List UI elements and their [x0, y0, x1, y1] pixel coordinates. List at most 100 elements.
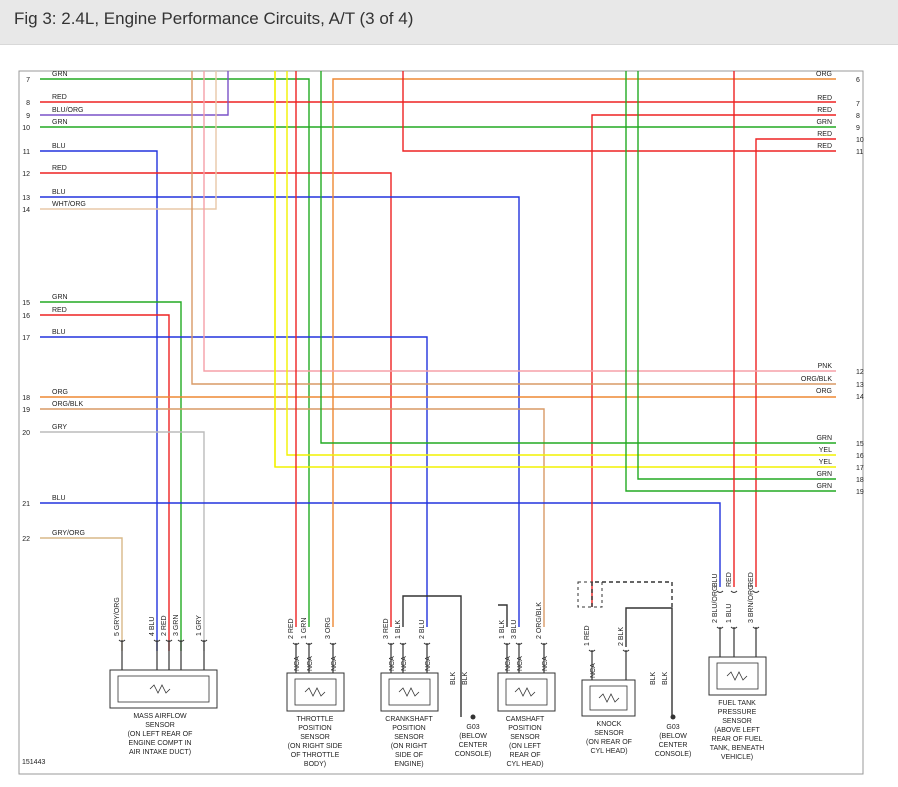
wire-orgblk-r13 [191, 71, 836, 385]
component-caption-line: SENSOR [594, 730, 624, 737]
pin-label: 2 BLK [618, 627, 625, 646]
component-caption-line: CYL HEAD) [506, 761, 543, 768]
component-caption-line: REAR OF [509, 752, 540, 759]
right-pin-number: 16 [856, 453, 864, 460]
connector-break-icon [730, 626, 738, 629]
component-caption-line: KNOCK [597, 721, 622, 728]
component-caption-line: AIR INTAKE DUCT) [129, 749, 191, 756]
right-pin-number: 7 [856, 101, 860, 108]
component-caption-line: BODY) [304, 761, 326, 768]
wire-grn-r19 [625, 71, 836, 492]
nca-label: NCA [590, 663, 597, 678]
wire-yel-r16 [286, 71, 836, 456]
ftp-upper-wire-label: BLU [712, 573, 719, 587]
right-pin-number: 18 [856, 477, 864, 484]
component-caption-line: OF THROTTLE [291, 752, 340, 759]
component-boxes-group [109, 626, 767, 720]
right-wire-label: RED [817, 107, 832, 114]
knock-shield-box [577, 581, 603, 608]
ground-wire-label: BLK [650, 671, 657, 685]
left-wire-label: GRN [52, 119, 68, 126]
wire-grn-l15 [40, 301, 182, 651]
page-title: Fig 3: 2.4L, Engine Performance Circuits… [14, 9, 414, 28]
right-wire-label: RED [817, 143, 832, 150]
connector-break-icon [387, 642, 395, 645]
wire-blk-ckp-ground [402, 595, 462, 717]
right-wire-label: ORG [816, 71, 832, 78]
right-pin-number: 9 [856, 125, 860, 132]
right-wire-label: ORG [816, 388, 832, 395]
connector-break-icon [329, 642, 337, 645]
component-caption-line: SENSOR [722, 718, 752, 725]
nca-label: NCA [294, 656, 301, 671]
right-pin-number: 11 [856, 149, 863, 156]
component-caption-line: THROTTLE [297, 716, 334, 723]
ground-point-icon [470, 714, 476, 720]
right-pin-number: 12 [856, 369, 864, 376]
component-caption-line: (ON REAR OF [586, 739, 632, 746]
wire-pnk-r12 [203, 71, 836, 372]
sensor-element-icon [117, 675, 210, 703]
connector-break-icon [399, 642, 407, 645]
component-caption-line: SENSOR [394, 734, 424, 741]
component-caption-line: SENSOR [510, 734, 540, 741]
right-wire-label: YEL [819, 447, 832, 454]
wire-gryorg-l22 [40, 537, 123, 651]
wire-whtorg-l14 [40, 71, 217, 210]
pin-label: 2 RED [161, 615, 168, 636]
connector-break-icon [752, 590, 760, 593]
left-pin-number: 22 [22, 536, 30, 543]
wire-blu-l13 [40, 196, 520, 627]
ground-caption-line: G03 [666, 724, 679, 731]
ground-caption-line: CENTER [659, 742, 688, 749]
wire-red-r10 [755, 138, 836, 587]
component-caption-line: CAMSHAFT [506, 716, 545, 723]
connector-break-icon [153, 639, 161, 642]
nca-label: NCA [542, 656, 549, 671]
right-pin-number: 13 [856, 382, 864, 389]
left-wire-label: GRY [52, 424, 67, 431]
ground-wire-label: BLK [450, 671, 457, 685]
right-pin-number: 6 [856, 77, 860, 84]
pin-label: 3 BRN/ORG [748, 584, 755, 623]
wire-blk-cmp-ground [498, 604, 508, 627]
left-pin-number: 13 [22, 195, 30, 202]
wire-org-r6 [332, 78, 836, 627]
connector-break-icon [165, 639, 173, 642]
wire-red-l12 [40, 172, 392, 627]
wire-blu-l11 [40, 150, 158, 651]
pin-label: 2 BLU/ORG [712, 586, 719, 623]
component-caption-line: POSITION [392, 725, 425, 732]
left-wire-label: RED [52, 94, 67, 101]
ground-caption-line: (BELOW [659, 733, 687, 740]
ground-caption-line: (BELOW [459, 733, 487, 740]
left-wire-label: BLU [52, 189, 66, 196]
pin-label: 3 RED [383, 618, 390, 639]
sensor-element-icon [716, 662, 759, 690]
component-caption-line: SENSOR [145, 722, 175, 729]
wire-red-r8 [591, 114, 836, 607]
left-pin-number: 7 [26, 77, 30, 84]
figure-number: 151443 [22, 759, 45, 766]
labels-group: 7GRN8RED9BLU/ORG10GRN11BLU12RED13BLU14WH… [22, 71, 864, 768]
pin-label: 4 BLU [149, 617, 156, 636]
wires-group [40, 71, 836, 717]
wire-gry-l20 [40, 431, 205, 651]
right-pin-number: 17 [856, 465, 864, 472]
sensor-element-icon [294, 678, 337, 706]
ground-caption-line: CENTER [459, 742, 488, 749]
pin-label: 1 RED [584, 625, 591, 646]
left-pin-number: 11 [23, 149, 30, 156]
pin-label: 2 ORG/BLK [536, 602, 543, 639]
wire-red-l16 [40, 314, 170, 651]
component-caption-line: SIDE OF [395, 752, 423, 759]
component-caption-line: CRANKSHAFT [385, 716, 433, 723]
pin-label: 2 RED [288, 618, 295, 639]
right-wire-label: GRN [816, 119, 832, 126]
left-wire-label: BLU/ORG [52, 107, 84, 114]
nca-label: NCA [331, 656, 338, 671]
pin-label: 1 BLK [499, 620, 506, 639]
left-wire-label: GRY/ORG [52, 530, 85, 537]
right-wire-label: GRN [816, 435, 832, 442]
pin-label: 2 BLU [419, 620, 426, 639]
